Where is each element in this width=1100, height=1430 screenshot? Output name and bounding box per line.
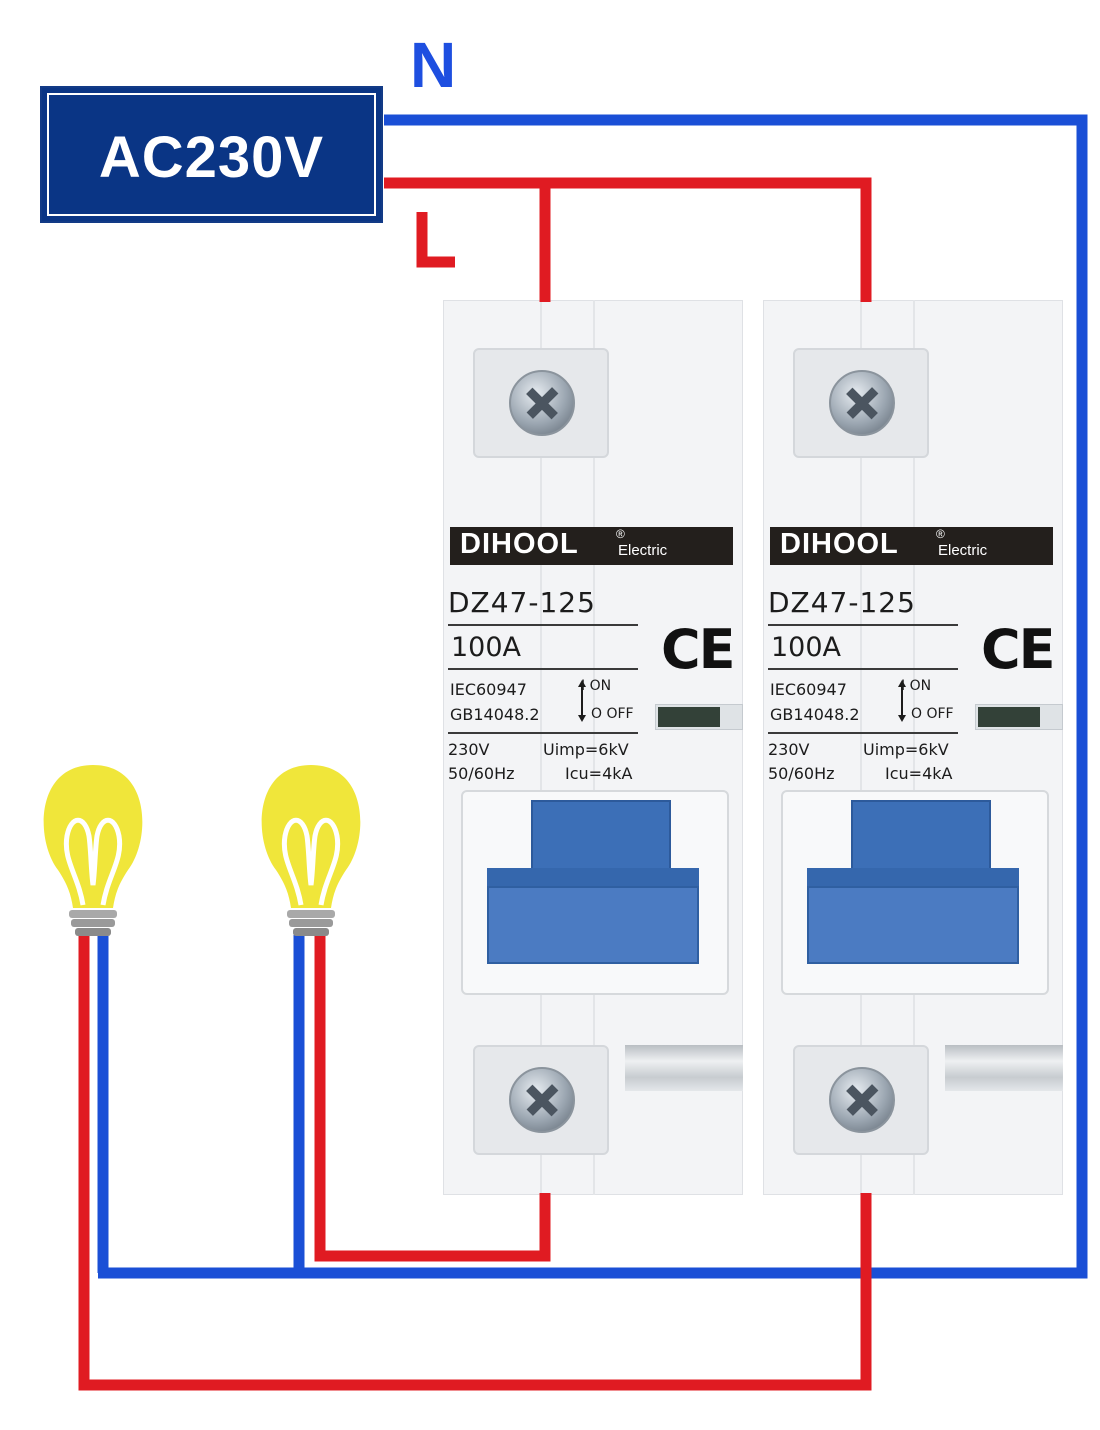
neutral-label: N <box>410 29 457 101</box>
updown-arrow-icon <box>898 680 906 722</box>
ce-mark: CE <box>981 618 1056 681</box>
brand-subtitle: Electric <box>618 542 668 559</box>
brand-bar: DIHOOL ® Electric <box>770 527 1053 565</box>
top-terminal <box>793 348 929 458</box>
din-rail-strip <box>625 1045 743 1091</box>
standard-2: GB14048.2 <box>450 705 540 724</box>
divider <box>448 732 638 734</box>
divider <box>768 624 958 626</box>
frequency: 50/60Hz <box>448 764 515 783</box>
divider <box>768 732 958 734</box>
icu: Icu=4kA <box>565 764 633 783</box>
status-window <box>975 704 1063 730</box>
status-window <box>655 704 743 730</box>
screw-icon <box>829 370 895 436</box>
lever-slot <box>851 800 991 880</box>
brand-bar: DIHOOL ® Electric <box>450 527 733 565</box>
light-bulb-icon <box>43 765 143 936</box>
screw-icon <box>829 1067 895 1133</box>
ce-mark: CE <box>661 618 736 681</box>
off-label: O OFF <box>591 706 634 722</box>
light-bulb-icon <box>261 765 361 936</box>
brand-name: DIHOOL <box>780 528 899 560</box>
divider <box>448 624 638 626</box>
breaker-ridge <box>860 300 862 1195</box>
lever-top <box>487 868 699 890</box>
standard-2: GB14048.2 <box>770 705 860 724</box>
standard-1: IEC60947 <box>450 680 527 699</box>
lever-top <box>807 868 1019 890</box>
supply-box: AC230V <box>40 86 383 223</box>
on-label: I ON <box>581 678 612 694</box>
off-label: O OFF <box>911 706 954 722</box>
screw-icon <box>509 370 575 436</box>
top-terminal <box>473 348 609 458</box>
breaker-lever[interactable] <box>807 886 1019 964</box>
frequency: 50/60Hz <box>768 764 835 783</box>
bottom-terminal <box>473 1045 609 1155</box>
breaker-ridge <box>540 300 542 1195</box>
brand-subtitle: Electric <box>938 542 988 559</box>
current-rating: 100A <box>451 632 522 663</box>
icu: Icu=4kA <box>885 764 953 783</box>
divider <box>448 668 638 670</box>
lever-slot <box>531 800 671 880</box>
breaker-lever[interactable] <box>487 886 699 964</box>
circuit-breaker-2: DIHOOL ® Electric DZ47-125 100A IEC60947… <box>763 300 1063 1195</box>
brand-registered-mark: ® <box>616 527 625 541</box>
brand-name: DIHOOL <box>460 528 579 560</box>
updown-arrow-icon <box>578 680 586 722</box>
screw-icon <box>509 1067 575 1133</box>
din-rail-strip <box>945 1045 1063 1091</box>
supply-box-border <box>47 93 376 216</box>
neutral-wire-main <box>98 114 1088 1279</box>
standard-1: IEC60947 <box>770 680 847 699</box>
uimp: Uimp=6kV <box>543 740 629 759</box>
live-wire-label-mark <box>416 212 455 268</box>
brand-registered-mark: ® <box>936 527 945 541</box>
breaker-ridge <box>913 300 915 1195</box>
on-label: I ON <box>901 678 932 694</box>
bottom-terminal <box>793 1045 929 1155</box>
supply-label: AC230V <box>98 125 325 190</box>
breaker-ridge <box>593 300 595 1195</box>
model-number: DZ47-125 <box>448 586 596 619</box>
divider <box>768 668 958 670</box>
voltage: 230V <box>768 740 810 759</box>
voltage: 230V <box>448 740 490 759</box>
bulb2-live-wire <box>314 935 551 1262</box>
circuit-breaker-1: DIHOOL ® Electric DZ47-125 100A IEC60947… <box>443 300 743 1195</box>
current-rating: 100A <box>771 632 842 663</box>
uimp: Uimp=6kV <box>863 740 949 759</box>
model-number: DZ47-125 <box>768 586 916 619</box>
bulb1-live-wire <box>78 935 872 1391</box>
live-wire-main <box>384 177 872 300</box>
